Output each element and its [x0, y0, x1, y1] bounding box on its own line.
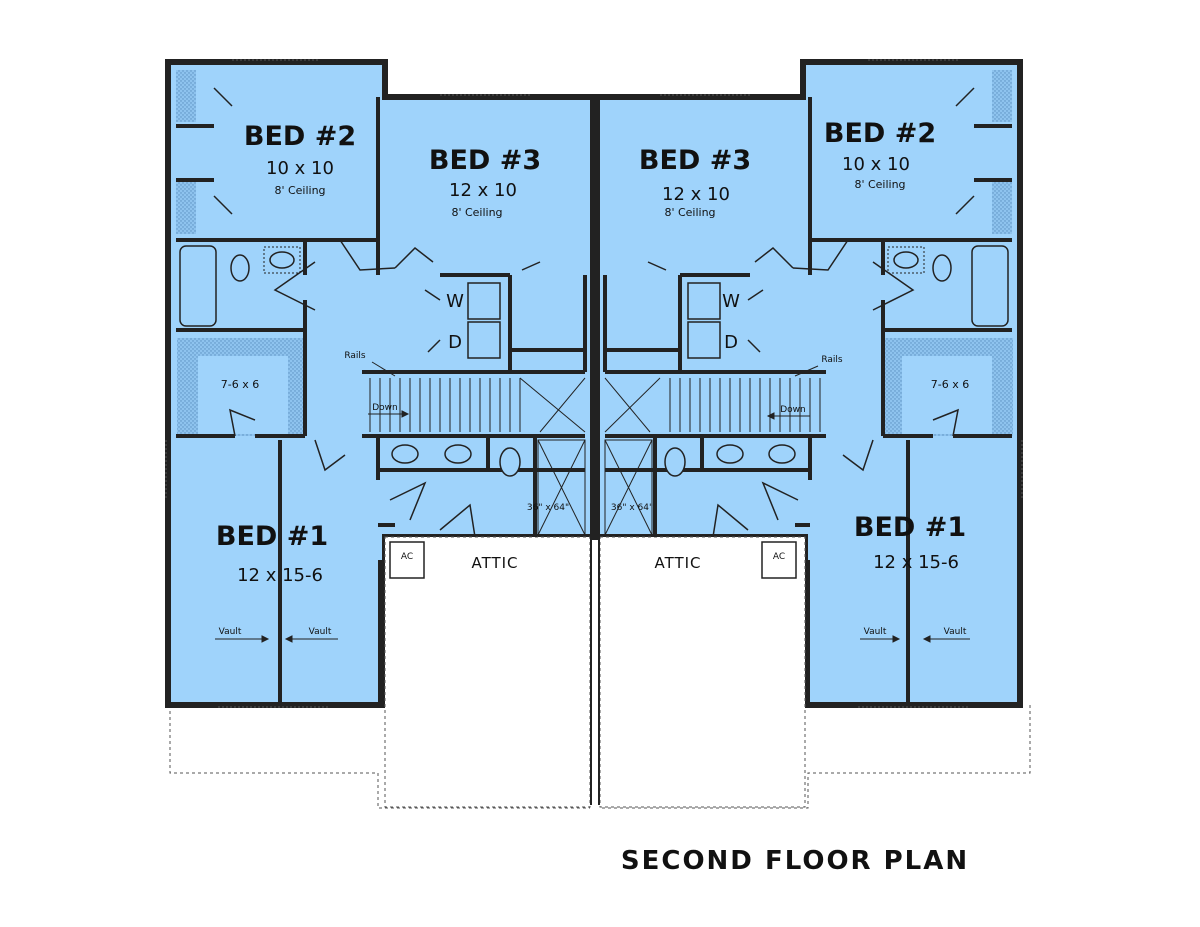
right-sink-cabinet [887, 246, 925, 274]
left-toilet [230, 254, 250, 282]
right-unit [594, 59, 1023, 808]
left-ac-box [389, 541, 425, 579]
left-sink [269, 251, 295, 269]
left-hall-toilet [499, 447, 521, 477]
left-washer [467, 282, 501, 320]
right-down-label: Down [780, 405, 806, 415]
left-closet-hatch-2 [176, 182, 196, 234]
left-closet-hatch-1 [176, 70, 196, 122]
left-bed3-size: 12 x 10 [449, 180, 517, 201]
right-closet-hatch-2 [992, 182, 1012, 234]
left-dryer-label: D [448, 332, 462, 353]
left-attic-label: ATTIC [471, 554, 518, 572]
right-rails-label: Rails [821, 355, 843, 365]
right-hall-toilet [664, 447, 686, 477]
left-bed3-name: BED #3 [429, 145, 541, 176]
left-vault-right: Vault [309, 627, 332, 637]
right-toilet [932, 254, 952, 282]
right-vault-left: Vault [864, 627, 887, 637]
left-bathtub [179, 245, 217, 327]
left-attic-hatch-label: 36" x 64" [527, 503, 569, 513]
right-bed2-size: 10 x 10 [842, 154, 910, 175]
right-bed1-size: 12 x 15-6 [873, 552, 959, 573]
left-vault-left: Vault [219, 627, 242, 637]
right-closet-hatch-1 [992, 70, 1012, 122]
right-bed2-name: BED #2 [824, 118, 936, 149]
right-closet-size: 7-6 x 6 [931, 378, 969, 391]
left-ac-label: AC [401, 552, 413, 562]
right-walkin-floor [902, 356, 992, 434]
left-door-swings [213, 87, 541, 538]
left-rails-label: Rails [344, 351, 366, 361]
right-washer [687, 282, 721, 320]
right-unit-floor [594, 59, 1023, 708]
left-attic-area [384, 536, 591, 808]
right-door-swings [647, 87, 975, 538]
dashed-outline [169, 705, 1031, 809]
right-ac-box [761, 541, 797, 579]
left-hall-sink-2 [444, 444, 472, 464]
left-bed2-ceiling: 8' Ceiling [274, 184, 325, 197]
right-sink [893, 251, 919, 269]
right-hall-sink-2 [716, 444, 744, 464]
right-washer-label: W [722, 291, 740, 312]
right-attic-area [599, 536, 806, 808]
right-dryer [687, 321, 721, 359]
left-bed1-size: 12 x 15-6 [237, 565, 323, 586]
left-bed1-name: BED #1 [216, 521, 328, 552]
left-attic-hatch [537, 439, 586, 536]
left-sink-cabinet [263, 246, 301, 274]
left-dryer [467, 321, 501, 359]
right-attic-label: ATTIC [654, 554, 701, 572]
left-closet-size: 7-6 x 6 [221, 378, 259, 391]
left-walkin-floor [198, 356, 288, 434]
right-hall-sink-1 [768, 444, 796, 464]
left-bed2-name: BED #2 [244, 121, 356, 152]
right-vault-right: Vault [944, 627, 967, 637]
arrow-icons [215, 361, 970, 643]
right-bed2-ceiling: 8' Ceiling [854, 178, 905, 191]
left-windows [165, 59, 530, 708]
left-hall-sink-1 [391, 444, 419, 464]
right-ac-label: AC [773, 552, 785, 562]
left-bed2-size: 10 x 10 [266, 158, 334, 179]
right-stairs [604, 377, 821, 433]
left-stairs [369, 377, 586, 433]
right-bed3-ceiling: 8' Ceiling [664, 206, 715, 219]
left-unit [165, 59, 596, 808]
right-dryer-label: D [724, 332, 738, 353]
party-wall [590, 97, 600, 805]
right-windows [660, 59, 1023, 708]
left-down-label: Down [372, 403, 398, 413]
plan-title: SECOND FLOOR PLAN [621, 846, 969, 876]
right-bed3-size: 12 x 10 [662, 184, 730, 205]
left-washer-label: W [446, 291, 464, 312]
right-bathtub [971, 245, 1009, 327]
right-bed3-name: BED #3 [639, 145, 751, 176]
right-bed1-name: BED #1 [854, 512, 966, 543]
left-bed3-ceiling: 8' Ceiling [451, 206, 502, 219]
right-attic-hatch-label: 36" x 64" [611, 503, 653, 513]
right-attic-hatch [604, 439, 653, 536]
